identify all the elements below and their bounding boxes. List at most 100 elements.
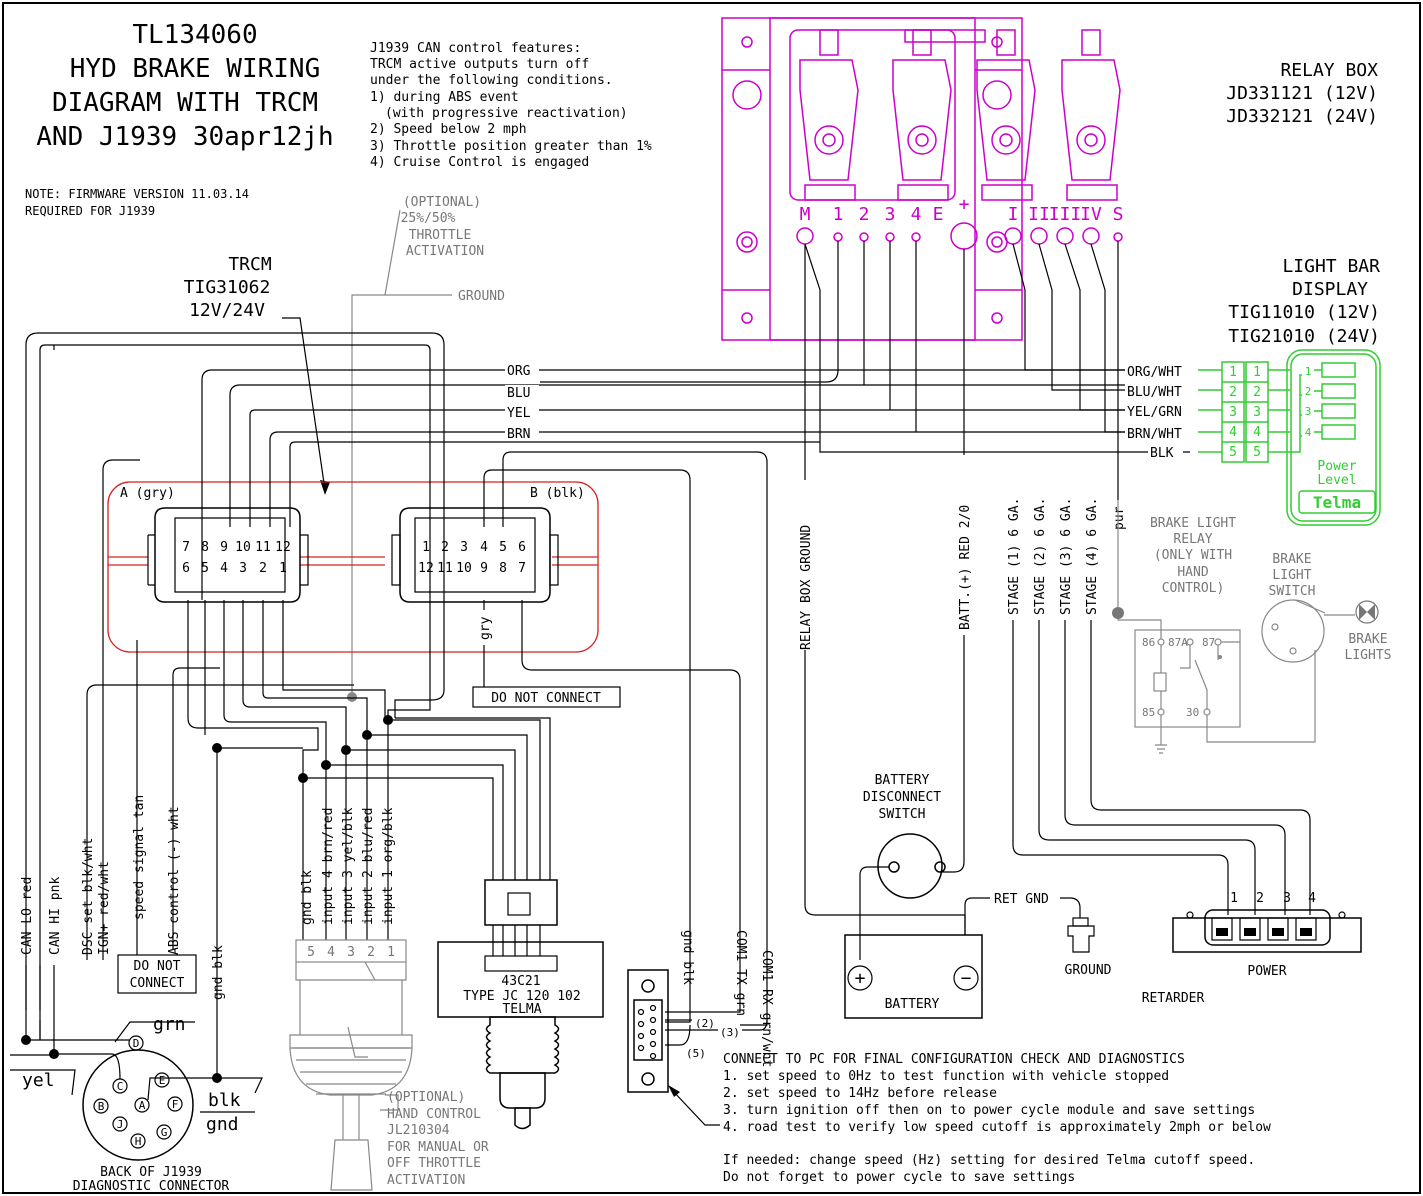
trcm-module-outline — [107, 481, 599, 653]
svg-text:7: 7 — [182, 540, 190, 555]
svg-text:3: 3 — [1229, 405, 1237, 420]
svg-text:7: 7 — [518, 561, 526, 576]
svg-text:SWITCH: SWITCH — [879, 807, 926, 822]
svg-text:2: 2 — [1229, 385, 1237, 400]
svg-text:8: 8 — [499, 561, 507, 576]
features-line-6: 2) Speed below 2 mph — [370, 122, 527, 137]
hand-control: 5 4 3 2 1 — [289, 939, 413, 1191]
svg-text:6: 6 — [182, 561, 190, 576]
input-3-label: input 3 yel/blk — [341, 807, 356, 925]
svg-text:3: 3 — [239, 561, 247, 576]
svg-text:1: 1 — [279, 561, 287, 576]
stage-3-label: STAGE (3) 6 GA. — [1059, 498, 1074, 615]
svg-text:8: 8 — [201, 540, 209, 555]
brake-lights: BRAKE LIGHTS — [1345, 600, 1392, 663]
opt-throttle-line-1: (OPTIONAL) — [403, 195, 481, 210]
pc-line-7: Do not forget to power cycle to save set… — [723, 1170, 1075, 1185]
note-line-2: REQUIRED FOR J1939 — [25, 204, 155, 218]
diag-caption-2: DIAGNOSTIC CONNECTOR — [73, 1179, 230, 1194]
left-vertical-labels: CAN LO red CAN HI pnk DSC set blk/wht IG… — [20, 795, 774, 1068]
title-line-4: AND J1939 30apr12jh — [36, 122, 333, 152]
relay-box-wires — [540, 241, 1311, 935]
do-not-connect-box-2: DO NOT CONNECT — [117, 954, 197, 994]
features-line-2: TRCM active outputs turn off — [370, 57, 589, 72]
svg-text:3: 3 — [347, 945, 355, 960]
relay-box-24v: JD332121 (24V) — [1226, 106, 1378, 127]
svg-text:12: 12 — [275, 540, 291, 555]
svg-text:2: 2 — [367, 945, 375, 960]
title-line-2: HYD BRAKE WIRING — [70, 54, 320, 84]
wire-label-org-wht: ORG/WHT — [1127, 365, 1182, 380]
svg-text:CONNECT: CONNECT — [130, 976, 185, 991]
pc-line-1: CONNECT TO PC FOR FINAL CONFIGURATION CH… — [723, 1052, 1185, 1067]
svg-text:B: B — [98, 1100, 105, 1113]
ground-stud: GROUND — [1065, 917, 1112, 978]
wire-label-blu-wht: BLU/WHT — [1127, 385, 1182, 400]
svg-text:1: 1 — [1305, 365, 1312, 378]
connector-b-label: B (blk) — [530, 486, 585, 501]
svg-text:H: H — [135, 1135, 142, 1148]
db9-gnd-label: gnd blk — [680, 930, 695, 985]
power-label: POWER — [1247, 964, 1286, 979]
svg-text:(5): (5) — [686, 1047, 706, 1060]
title-line-1: TL134060 — [132, 20, 257, 50]
svg-text:2: 2 — [441, 540, 449, 555]
svg-text:I: I — [1008, 204, 1019, 225]
retarder-power-connector: 1 2 3 4 POWER — [1172, 891, 1362, 979]
svg-text:5: 5 — [201, 561, 209, 576]
optional-throttle-label: (OPTIONAL) 25%/50% THROTTLE ACTIVATION G… — [347, 195, 505, 702]
svg-text:C: C — [117, 1080, 124, 1093]
bus-wire-labels: ORG BLU YEL BRN — [505, 363, 539, 442]
svg-text:OFF THROTTLE: OFF THROTTLE — [387, 1156, 481, 1171]
svg-text:DISCONNECT: DISCONNECT — [863, 790, 941, 805]
svg-text:(ONLY WITH: (ONLY WITH — [1154, 548, 1232, 563]
hand-control-label: (OPTIONAL) HAND CONTROL JL210304 FOR MAN… — [387, 1090, 489, 1188]
dsc-label: DSC set blk/wht — [81, 838, 96, 955]
features-text: J1939 CAN control features: TRCM active … — [370, 41, 652, 170]
svg-text:LIGHTS: LIGHTS — [1345, 648, 1392, 663]
svg-text:4: 4 — [911, 204, 922, 225]
trcm-part: TIG31062 — [184, 277, 271, 298]
svg-text:1: 1 — [422, 540, 430, 555]
pc-line-4: 3. turn ignition off then on to power cy… — [723, 1103, 1255, 1118]
svg-text:III: III — [1049, 204, 1082, 225]
svg-text:II: II — [1028, 204, 1050, 225]
svg-text:10: 10 — [235, 540, 251, 555]
svg-text:(OPTIONAL): (OPTIONAL) — [387, 1090, 465, 1105]
svg-text:BRAKE: BRAKE — [1272, 552, 1311, 567]
light-bar-power-text: Power — [1317, 459, 1356, 474]
svg-text:JL210304: JL210304 — [387, 1123, 450, 1138]
relay-box-12v: JD331121 (12V) — [1226, 83, 1378, 104]
stage-4-label: STAGE (4) 6 GA. — [1085, 498, 1100, 615]
title-line-3: DIAGRAM WITH TRCM — [52, 88, 318, 118]
splice-dots — [21, 715, 393, 1083]
gry-label: gry — [478, 616, 493, 640]
svg-text:10: 10 — [456, 561, 472, 576]
svg-text:6: 6 — [518, 540, 526, 555]
svg-text:+: + — [959, 194, 970, 215]
purple-wire-label: pur — [1112, 506, 1127, 530]
svg-text:3: 3 — [885, 204, 896, 225]
wire-label-yel-grn: YEL/GRN — [1127, 405, 1182, 420]
svg-text:30: 30 — [1186, 706, 1199, 719]
title-block: TL134060 HYD BRAKE WIRING DIAGRAM WITH T… — [25, 20, 334, 218]
opt-throttle-line-4: ACTIVATION — [406, 244, 484, 259]
battery-disconnect-switch: BATTERY DISCONNECT SWITCH — [859, 773, 946, 960]
svg-text:3: 3 — [1305, 405, 1312, 418]
trcm-label: TRCM TIG31062 12V/24V — [184, 254, 330, 495]
do-not-connect-box — [472, 686, 621, 708]
features-line-3: under the following conditions. — [370, 73, 613, 88]
svg-text:4: 4 — [1253, 425, 1261, 440]
svg-text:5: 5 — [499, 540, 507, 555]
features-line-7: 3) Throttle position greater than 1% — [370, 139, 652, 154]
svg-text:1: 1 — [387, 945, 395, 960]
note-line-1: NOTE: FIRMWARE VERSION 11.03.14 — [25, 187, 249, 201]
svg-text:1: 1 — [1230, 891, 1238, 906]
wire-label-blu: BLU — [507, 386, 530, 401]
svg-text:−: − — [961, 968, 972, 989]
svg-text:9: 9 — [220, 540, 228, 555]
relay-box-title: RELAY BOX — [1280, 60, 1378, 81]
svg-text:86: 86 — [1142, 636, 1155, 649]
features-line-5: (with progressive reactivation) — [385, 106, 628, 121]
brake-light-relay: 86 87A 87 85 30 — [1112, 500, 1316, 754]
